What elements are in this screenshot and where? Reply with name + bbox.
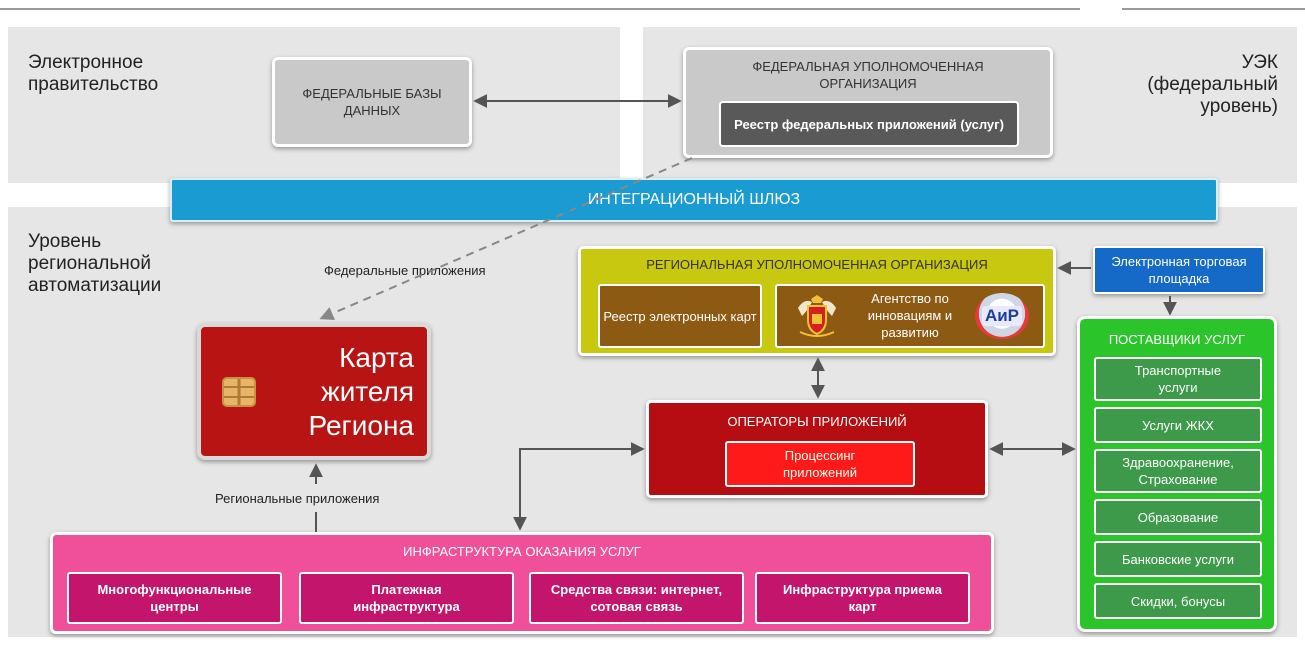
provider-item: Услуги ЖКХ [1094, 407, 1262, 443]
agency-logo-icon: АиР [975, 293, 1029, 339]
uek-region-label: УЭК (федеральный уровень) [1147, 52, 1278, 117]
federal-registry-box: Реестр федеральных приложений (услуг) [719, 101, 1019, 147]
provider-item: Здравоохранение, Страхование [1094, 449, 1262, 493]
infrastructure-item: Многофункциональные центры [67, 572, 282, 624]
providers-box: ПОСТАВЩИКИ УСЛУГ Транспортные услуги Усл… [1077, 316, 1277, 632]
regional-org-title: РЕГИОНАЛЬНАЯ УПОЛНОМОЧЕННАЯ ОРГАНИЗАЦИЯ [646, 256, 988, 272]
top-rule [0, 8, 1305, 10]
regional-registry-box: Реестр электронных карт [598, 284, 762, 348]
infrastructure-item: Инфраструктура приема карт [755, 572, 970, 624]
federal-apps-label: Федеральные приложения [324, 263, 486, 278]
federal-databases-box: ФЕДЕРАЛЬНЫЕ БАЗЫ ДАННЫХ [272, 57, 472, 147]
provider-item: Банковские услуги [1094, 541, 1262, 577]
federal-org-title: ФЕДЕРАЛЬНАЯ УПОЛНОМОЧЕННАЯ ОРГАНИЗАЦИЯ [752, 59, 984, 91]
top-rule-gap [1080, 6, 1122, 12]
coat-of-arms-icon [794, 294, 840, 338]
etp-box: Электронная торговая площадка [1093, 246, 1265, 294]
card-title: Карта жителя Региона [308, 342, 414, 441]
federal-org-box: ФЕДЕРАЛЬНАЯ УПОЛНОМОЧЕННАЯ ОРГАНИЗАЦИЯ Р… [683, 47, 1053, 158]
regional-org-box: РЕГИОНАЛЬНАЯ УПОЛНОМОЧЕННАЯ ОРГАНИЗАЦИЯ … [578, 246, 1056, 356]
regional-apps-label: Региональные приложения [215, 491, 380, 506]
integration-gateway-bar: ИНТЕГРАЦИОННЫЙ ШЛЮЗ [170, 178, 1218, 222]
providers-title: ПОСТАВЩИКИ УСЛУГ [1108, 331, 1246, 347]
egov-region-label: Электронное правительство [28, 52, 159, 95]
provider-item: Образование [1094, 499, 1262, 535]
agency-box: Агентство по инновациям и развитию АиР [775, 284, 1045, 348]
provider-item: Скидки, бонусы [1094, 583, 1262, 619]
chip-icon [222, 377, 256, 407]
processing-box: Процессинг приложений [725, 441, 915, 487]
regional-region-label: Уровень региональной автоматизации [28, 231, 162, 296]
infrastructure-item: Платежная инфраструктура [299, 572, 514, 624]
operators-title: ОПЕРАТОРЫ ПРИЛОЖЕНИЙ [727, 413, 907, 429]
provider-item: Транспортные услуги [1094, 357, 1262, 401]
agency-logo-text: АиР [981, 306, 1023, 326]
infrastructure-item: Средства связи: интернет, сотовая связь [529, 572, 744, 624]
operators-box: ОПЕРАТОРЫ ПРИЛОЖЕНИЙ Процессинг приложен… [646, 400, 988, 498]
agency-name: Агентство по инновациям и развитию [867, 291, 953, 340]
infrastructure-title: ИНФРАСТРУКТУРА ОКАЗАНИЯ УСЛУГ [403, 543, 641, 559]
citizen-card: Карта жителя Региона [197, 323, 431, 460]
infrastructure-box: ИНФРАСТРУКТУРА ОКАЗАНИЯ УСЛУГ Многофункц… [50, 532, 994, 634]
